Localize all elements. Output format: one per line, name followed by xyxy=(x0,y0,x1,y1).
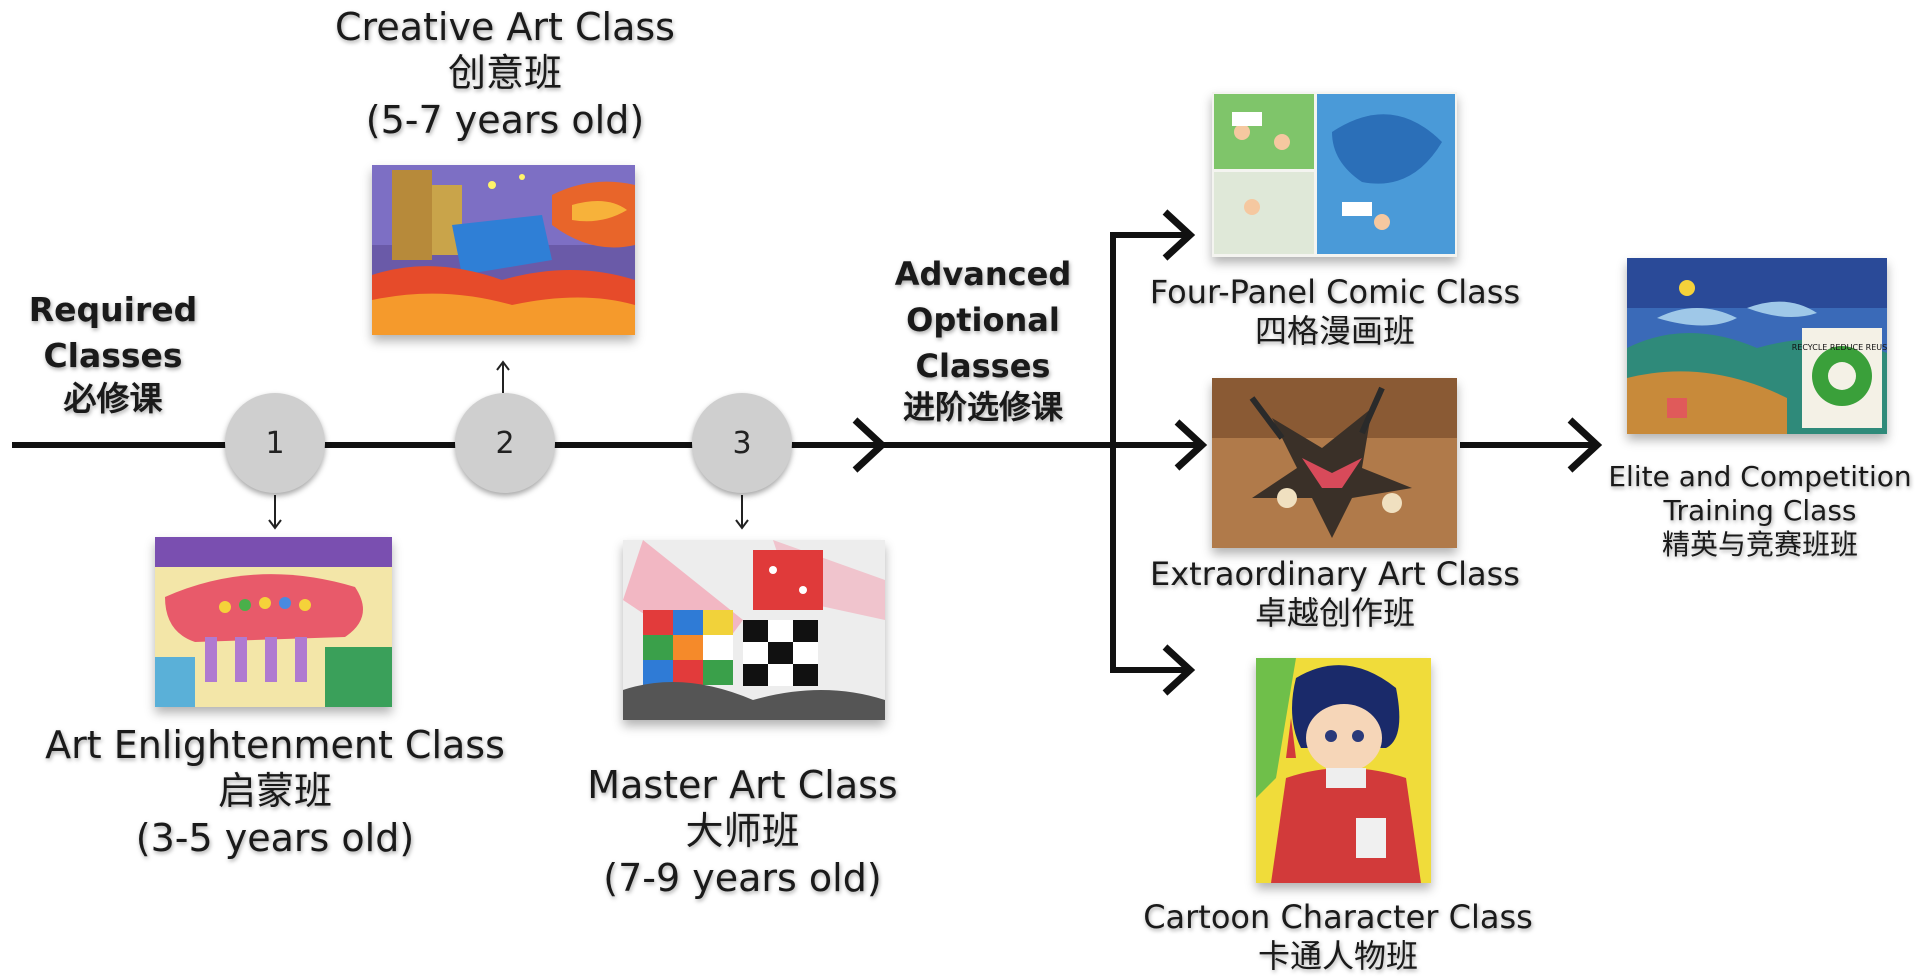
creative-art-label: Creative Art Class 创意班 (5-7 years old) xyxy=(300,4,710,143)
class-name-en: Creative Art Class xyxy=(335,5,675,49)
option-name-en: Cartoon Character Class xyxy=(1143,898,1533,936)
class-name-cn: 启蒙班 xyxy=(217,769,332,814)
recycle-sign-text: RECYCLE REDUCE REUSE xyxy=(1792,343,1887,352)
step-number: 3 xyxy=(732,425,752,461)
advanced-classes-label: Advanced Optional Classes 进阶选修课 xyxy=(878,255,1088,427)
required-line3: 必修课 xyxy=(63,378,163,418)
elite-line2: Training Class xyxy=(1663,494,1857,528)
cartoon-character-label: Cartoon Character Class 卡通人物班 xyxy=(1118,898,1558,976)
step-node-1: 1 xyxy=(225,393,325,493)
extraordinary-art-image xyxy=(1212,378,1457,548)
advanced-line2: Optional xyxy=(906,301,1060,340)
elite-line3: 精英与竞赛班班 xyxy=(1661,528,1858,562)
elite-class-label: Elite and Competition Training Class 精英与… xyxy=(1600,460,1920,562)
class-name-cn: 创意班 xyxy=(447,51,562,96)
elite-line1: Elite and Competition xyxy=(1608,460,1912,493)
required-line2: Classes xyxy=(43,336,183,376)
advanced-line4: 进阶选修课 xyxy=(902,388,1063,427)
class-name-en: Art Enlightenment Class xyxy=(45,723,505,767)
step-number: 2 xyxy=(495,425,515,461)
option-name-cn: 四格漫画班 xyxy=(1254,312,1415,351)
class-age-range: (7-9 years old) xyxy=(603,855,882,900)
advanced-line3: Classes xyxy=(915,347,1051,386)
step-node-3: 3 xyxy=(692,393,792,493)
option-name-en: Four-Panel Comic Class xyxy=(1149,273,1521,311)
four-panel-comic-label: Four-Panel Comic Class 四格漫画班 xyxy=(1120,273,1550,351)
option-name-cn: 卡通人物班 xyxy=(1257,937,1418,976)
step-node-2: 2 xyxy=(455,393,555,493)
class-name-en: Master Art Class xyxy=(587,763,898,807)
four-panel-comic-image xyxy=(1212,92,1457,257)
required-classes-label: Required Classes 必修课 xyxy=(18,290,208,419)
elite-competition-image: RECYCLE REDUCE REUSE xyxy=(1627,258,1887,434)
class-age-range: (3-5 years old) xyxy=(135,815,415,860)
step-number: 1 xyxy=(265,425,285,461)
class-name-cn: 大师班 xyxy=(685,809,800,854)
extraordinary-art-label: Extraordinary Art Class 卓越创作班 xyxy=(1115,555,1555,633)
option-name-cn: 卓越创作班 xyxy=(1254,594,1415,633)
advanced-line1: Advanced xyxy=(894,255,1072,293)
master-art-label: Master Art Class 大师班 (7-9 years old) xyxy=(560,762,925,901)
class-age-range: (5-7 years old) xyxy=(365,97,645,142)
master-art-image xyxy=(623,540,885,720)
option-name-en: Extraordinary Art Class xyxy=(1150,555,1520,593)
required-line1: Required xyxy=(28,290,198,329)
art-enlightenment-image xyxy=(155,537,392,707)
art-enlightenment-label: Art Enlightenment Class 启蒙班 (3-5 years o… xyxy=(40,722,510,861)
cartoon-character-image xyxy=(1256,658,1431,883)
creative-art-image xyxy=(372,165,635,335)
